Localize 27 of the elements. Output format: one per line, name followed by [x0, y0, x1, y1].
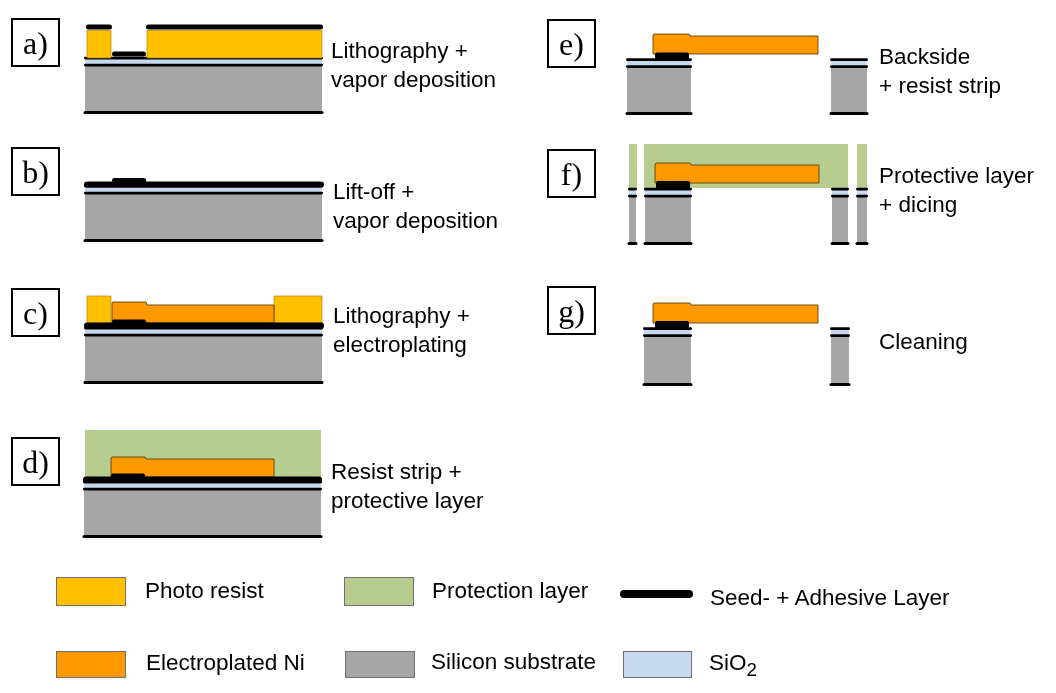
step-label: f): [560, 157, 583, 190]
legend-label: SiO$_{2}$: [709, 649, 757, 682]
step-description: Lift-off + vapor deposition: [333, 178, 499, 235]
step-label: e): [559, 27, 584, 60]
step-box: [11, 437, 60, 486]
legend-label: Silicon substrate: [431, 648, 597, 676]
step-description: Cleaning: [879, 328, 968, 356]
step-label: d): [22, 445, 49, 478]
legend-label: Electroplated Ni: [146, 649, 305, 677]
step-description: Lithography + vapor deposition: [331, 37, 497, 94]
step-box: [547, 19, 596, 68]
legend-label: Protection layer: [432, 577, 589, 605]
step-box: [547, 149, 596, 198]
step-label: c): [23, 296, 48, 329]
step-description: Lithography + electroplating: [333, 302, 470, 359]
step-box: [547, 286, 596, 335]
legend-label: Seed- + Adhesive Layer: [710, 584, 950, 612]
step-label: a): [23, 26, 48, 59]
step-label: g): [558, 294, 585, 327]
step-box: [11, 147, 60, 196]
step-description: Backside + resist strip: [879, 43, 1001, 100]
step-description: Protective layer + dicing: [879, 162, 1035, 219]
step-description: Resist strip + protective layer: [331, 458, 484, 515]
legend-label: Photo resist: [145, 577, 264, 605]
step-box: [11, 18, 60, 67]
step-label: b): [22, 155, 49, 188]
step-box: [11, 288, 60, 337]
